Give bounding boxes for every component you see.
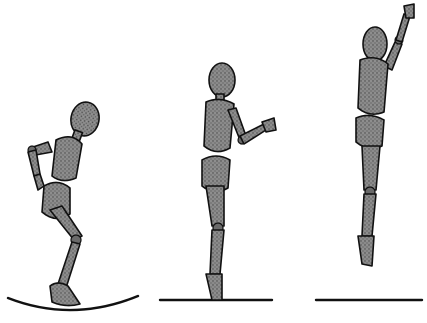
shin — [362, 194, 376, 236]
forearm — [240, 124, 266, 144]
chest — [204, 99, 234, 151]
thigh — [206, 186, 224, 226]
chest — [358, 58, 388, 115]
thigh — [362, 146, 380, 190]
head — [363, 27, 387, 61]
shin — [210, 230, 224, 274]
figure-takeoff — [160, 63, 276, 300]
foot — [206, 274, 222, 300]
figure-crouch — [8, 100, 138, 310]
chest — [52, 137, 82, 181]
shin — [58, 242, 80, 288]
foot — [358, 236, 374, 266]
hand — [404, 4, 414, 18]
hand — [34, 174, 44, 190]
figure-airborne — [316, 4, 422, 300]
hips — [356, 115, 384, 148]
foot — [50, 283, 80, 306]
head — [209, 63, 235, 97]
